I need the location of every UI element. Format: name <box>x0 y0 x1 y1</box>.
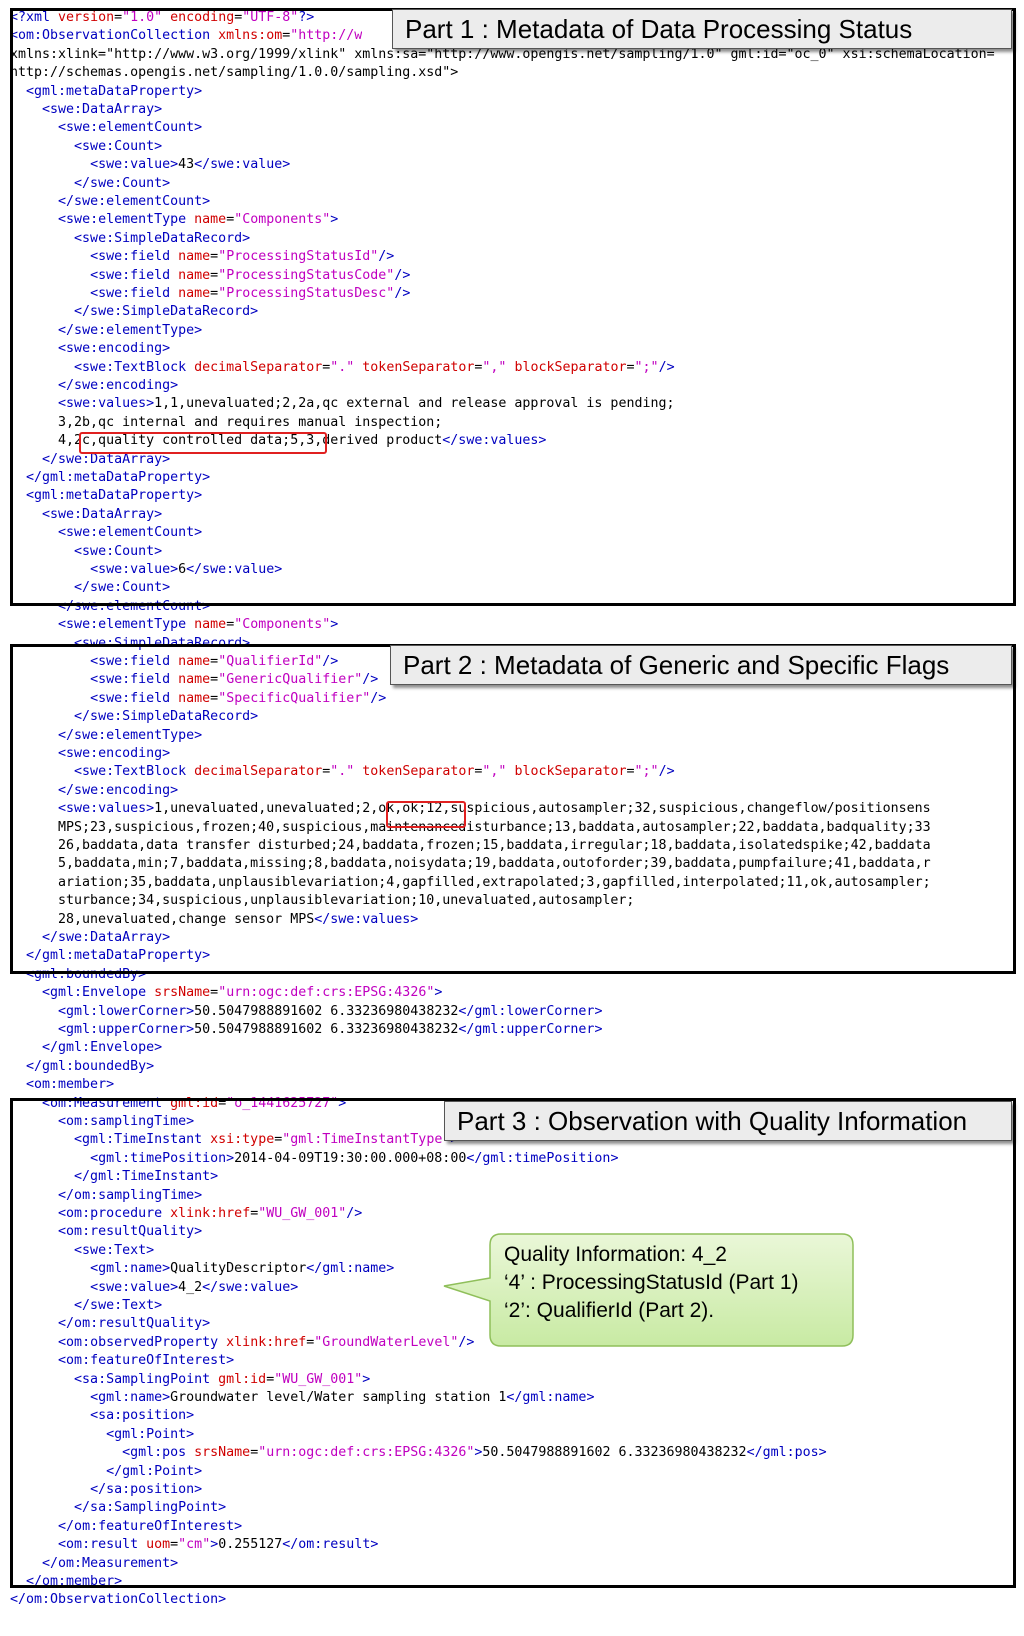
xml-line: <swe:elementType name="Components"> <box>58 617 339 633</box>
quality-info-callout: Quality Information: 4_2 ‘4’ : Processing… <box>443 1233 854 1347</box>
xml-line: </gml:metaDataProperty> <box>26 948 211 964</box>
xml-line: <swe:field name="QualifierId"/> <box>90 654 339 669</box>
xml-line: </gml:TimeInstant> <box>74 1169 219 1185</box>
xml-line: <swe:TextBlock decimalSeparator="." toke… <box>74 764 675 780</box>
xml-line: <om:observedProperty xlink:href="GroundW… <box>58 1334 475 1350</box>
part1-title: Part 1 : Metadata of Data Processing Sta… <box>392 9 1012 49</box>
xml-line: <swe:Count> <box>74 138 163 154</box>
xml-line: <gml:boundedBy> <box>26 966 147 982</box>
highlight-processing-status-4 <box>79 432 327 454</box>
part2-frame <box>10 644 1016 974</box>
xml-line: </swe:elementType> <box>58 727 203 743</box>
xml-line: <gml:Envelope srsName="urn:ogc:def:crs:E… <box>42 985 443 1001</box>
xml-line: <swe:SimpleDataRecord> <box>74 230 251 246</box>
xml-line: <om:result uom="cm">0.255127</om:result> <box>58 1537 379 1553</box>
xml-line: </swe:DataArray> <box>42 451 171 467</box>
xml-line: ariation;35,baddata,unplausiblevariation… <box>10 874 931 890</box>
xml-line: <om:member> <box>26 1077 115 1093</box>
xml-line: <swe:encoding> <box>58 341 171 357</box>
xml-line: <?xml version="1.0" encoding="UTF-8"?> <box>10 10 315 25</box>
xml-line: </swe:encoding> <box>58 782 179 798</box>
xml-line: <swe:Count> <box>74 543 163 559</box>
xml-line: <swe:DataArray> <box>42 506 163 522</box>
xml-line: </swe:DataArray> <box>42 930 171 945</box>
xml-line: <gml:timePosition>2014-04-09T19:30:00.00… <box>90 1150 619 1166</box>
part3-frame <box>10 1098 1016 1588</box>
xml-line: <swe:values>1,unevaluated,unevaluated;2,… <box>58 801 931 817</box>
xml-line: <swe:field name="SpecificQualifier"/> <box>90 690 387 706</box>
xml-line: </gml:boundedBy> <box>26 1058 155 1074</box>
xml-line: <swe:elementCount> <box>58 120 203 136</box>
xml-line: <gml:Point> <box>106 1426 195 1442</box>
xml-line: http://schemas.opengis.net/sampling/1.0.… <box>10 65 459 81</box>
part2-title: Part 2 : Metadata of Generic and Specifi… <box>390 645 1012 685</box>
highlight-qualifier-2 <box>386 801 466 828</box>
xml-line: </swe:elementType> <box>58 322 203 338</box>
xml-line: </om:ObservationCollection> <box>10 1592 227 1608</box>
xml-line: <sa:position> <box>90 1408 195 1424</box>
xml-line: </swe:SimpleDataRecord> <box>74 304 259 320</box>
xml-line: <swe:value>4_2</swe:value> <box>90 1279 299 1295</box>
xml-line: <om:featureOfInterest> <box>58 1353 235 1369</box>
xml-line: </swe:Count> <box>74 580 171 596</box>
xml-line: <gml:name>QualityDescriptor</gml:name> <box>90 1261 395 1277</box>
xml-line: <swe:DataArray> <box>42 102 163 117</box>
xml-line: <swe:elementType name="Components"> <box>58 212 339 228</box>
callout-line-1: Quality Information: 4_2 <box>504 1243 727 1266</box>
xml-line: <om:resultQuality> <box>58 1224 203 1240</box>
xml-line: </om:featureOfInterest> <box>58 1518 243 1534</box>
xml-line: <om:samplingTime> <box>58 1114 195 1129</box>
xml-line: 5,baddata,min;7,baddata,missing;8,baddat… <box>10 856 931 872</box>
xml-line: </gml:metaDataProperty> <box>26 470 211 485</box>
xml-line: <sa:SamplingPoint gml:id="WU_GW_001"> <box>74 1371 371 1387</box>
callout-line-2: ‘4’ : ProcessingStatusId (Part 1) <box>504 1271 799 1294</box>
xml-line: 3,2b,qc internal and requires manual ins… <box>10 414 443 430</box>
part1-frame <box>10 8 1016 606</box>
callout-text: Quality Information: 4_2 ‘4’ : Processing… <box>504 1241 799 1325</box>
xml-line: MPS;23,suspicious,frozen;40,suspicious,m… <box>10 819 931 835</box>
xml-line: 28,unevaluated,change sensor MPS</swe:va… <box>10 911 419 927</box>
callout-line-3: ‘2’: QualifierId (Part 2). <box>504 1299 715 1322</box>
xml-line: </gml:Envelope> <box>42 1040 163 1056</box>
xml-line: <swe:value>6</swe:value> <box>90 562 283 577</box>
xml-line: <swe:field name="ProcessingStatusCode"/> <box>90 267 411 283</box>
xml-line: <swe:field name="GenericQualifier"/> <box>90 672 379 688</box>
xml-line: </gml:Point> <box>106 1463 203 1479</box>
xml-line: <gml:lowerCorner>50.5047988891602 6.3323… <box>58 1003 603 1019</box>
xml-line: </swe:elementCount> <box>58 598 211 614</box>
xml-line: xmlns:xlink="http://www.w3.org/1999/xlin… <box>10 46 995 62</box>
xml-line: <swe:field name="ProcessingStatusDesc"/> <box>90 286 411 301</box>
xml-line: <swe:Text> <box>74 1242 155 1258</box>
xml-line: <swe:field name="ProcessingStatusId"/> <box>90 249 395 265</box>
xml-line: <om:procedure xlink:href="WU_GW_001"/> <box>58 1206 363 1221</box>
xml-line: </swe:Text> <box>74 1298 163 1313</box>
xml-line: <gml:upperCorner>50.5047988891602 6.3323… <box>58 1022 603 1037</box>
xml-line: <gml:pos srsName="urn:ogc:def:crs:EPSG:4… <box>122 1445 827 1461</box>
part3-title: Part 3 : Observation with Quality Inform… <box>444 1101 1012 1141</box>
xml-line: </om:Measurement> <box>42 1555 179 1571</box>
xml-line: </om:resultQuality> <box>58 1316 211 1332</box>
xml-line: <swe:encoding> <box>58 746 171 761</box>
xml-line: </swe:Count> <box>74 175 171 191</box>
xml-line: </sa:position> <box>90 1482 203 1497</box>
xml-line: <gml:name>Groundwater level/Water sampli… <box>90 1390 595 1405</box>
xml-line: <swe:TextBlock decimalSeparator="." toke… <box>74 359 675 375</box>
xml-line: <om:ObservationCollection xmlns:om="http… <box>10 28 363 44</box>
xml-line: </swe:elementCount> <box>58 194 211 209</box>
xml-line: <gml:metaDataProperty> <box>26 83 203 99</box>
xml-line: <swe:elementCount> <box>58 525 203 541</box>
xml-line: </swe:SimpleDataRecord> <box>74 709 259 725</box>
xml-line: sturbance;34,suspicious,unplausiblevaria… <box>10 893 635 909</box>
callout-bubble-shape <box>443 1233 854 1347</box>
xml-line: <swe:values>1,1,unevaluated;2,2a,qc exte… <box>58 396 675 412</box>
xml-line: <gml:metaDataProperty> <box>26 488 203 504</box>
xml-line: 26,baddata,data transfer disturbed;24,ba… <box>10 838 931 853</box>
xml-line: </om:samplingTime> <box>58 1187 203 1203</box>
xml-line: </sa:SamplingPoint> <box>74 1500 227 1516</box>
xml-line: <swe:value>43</swe:value> <box>90 157 291 173</box>
xml-line: </swe:encoding> <box>58 378 179 393</box>
xml-line: 4,2c,quality controlled data;5,3,derived… <box>10 433 547 449</box>
